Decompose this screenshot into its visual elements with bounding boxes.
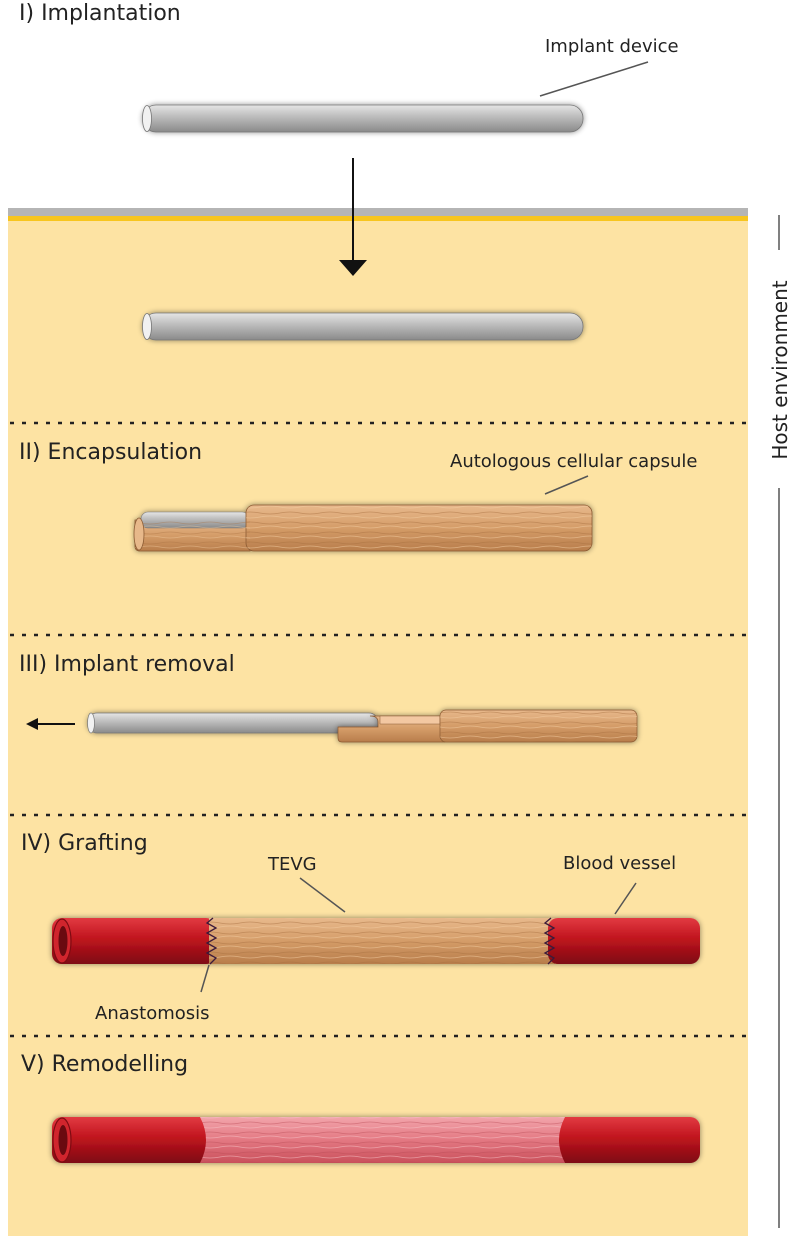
host-environment-label: Host environment (768, 280, 788, 459)
tevg-leader (299, 877, 346, 913)
implanted-rod-end (142, 313, 152, 340)
implant-device-label: Implant device (545, 36, 679, 57)
implant-rod-end (142, 105, 152, 132)
arrow-removal-head (26, 718, 38, 730)
implant-device-leader (539, 61, 649, 97)
skin-layer-grey (8, 208, 748, 216)
blood-vessel-leader (614, 882, 637, 915)
remodelled-lumen-inner (58, 1125, 68, 1155)
removed-implant-end (87, 712, 95, 734)
implant-device-rod (142, 104, 584, 133)
stage-title-grafting: IV) Grafting (21, 831, 148, 856)
capsule-leader (544, 475, 589, 495)
capsule-label: Autologous cellular capsule (450, 451, 698, 472)
grafted-vessel (52, 918, 700, 964)
remodelled-vessel (52, 1117, 700, 1163)
anastomosis-leader (200, 964, 210, 993)
anastomosis-label: Anastomosis (95, 1003, 210, 1024)
arrow-implantation-head (339, 260, 367, 276)
encapsulated-rod (134, 504, 593, 552)
implanted-rod (142, 312, 584, 341)
stage-title-remodelling: V) Remodelling (21, 1052, 188, 1077)
stage-title-encapsulation: II) Encapsulation (19, 440, 202, 465)
tevg-label: TEVG (267, 854, 317, 875)
skin-layer-yellow (8, 216, 748, 221)
stage-title-removal: III) Implant removal (19, 652, 235, 677)
capsule-cut-end (133, 517, 145, 551)
blood-vessel-label: Blood vessel (563, 853, 676, 874)
anastomosis-suture-left (205, 917, 218, 965)
empty-capsule-tube (337, 709, 638, 743)
vessel-lumen-left-inner (58, 926, 68, 956)
removed-implant-rod (87, 712, 379, 734)
stage-title-implantation: I) Implantation (19, 1, 181, 26)
anastomosis-suture-right (543, 917, 556, 965)
